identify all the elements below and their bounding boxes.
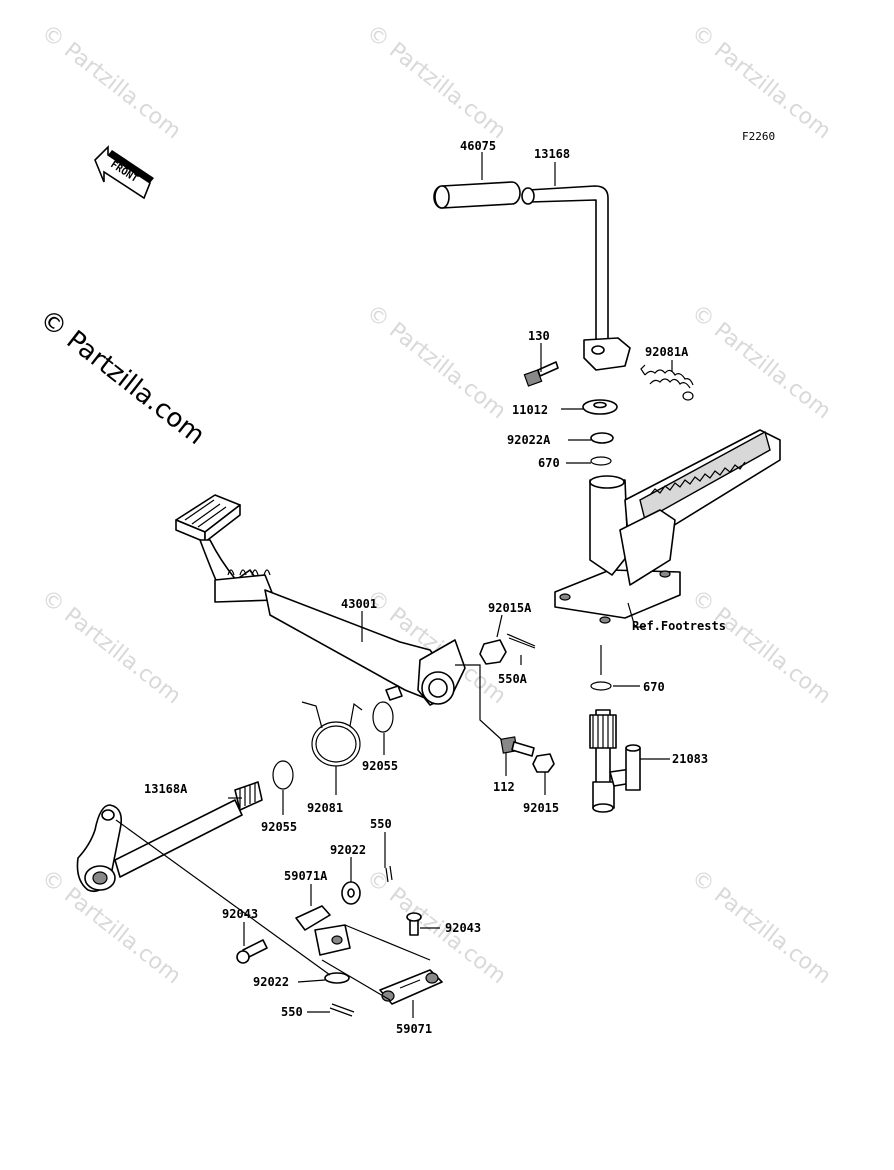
part-label: 112 bbox=[493, 780, 515, 794]
pin-92043-left bbox=[236, 939, 268, 964]
part-label: 670 bbox=[643, 680, 665, 694]
watermark: © Partzilla.com bbox=[686, 300, 835, 424]
cotter-pin-550-lower bbox=[329, 1003, 355, 1017]
o-ring-92055-lower bbox=[272, 760, 294, 790]
watermark: © Partzilla.com bbox=[686, 585, 835, 709]
footrest-bracket bbox=[554, 429, 781, 624]
brake-pedal-43001 bbox=[175, 494, 466, 706]
copyright-text: © Partzilla.com bbox=[34, 304, 211, 451]
watermark: © Partzilla.com bbox=[361, 865, 510, 989]
watermark: © Partzilla.com bbox=[686, 20, 835, 144]
part-label: 550 bbox=[281, 1005, 303, 1019]
bolt-130 bbox=[523, 361, 559, 387]
part-label: 43001 bbox=[341, 597, 377, 611]
spring-92081 bbox=[301, 701, 363, 767]
o-ring-670-upper bbox=[590, 456, 612, 466]
part-label: 92022 bbox=[253, 975, 289, 989]
part-label: 92043 bbox=[222, 907, 258, 921]
part-label: 92081 bbox=[307, 801, 343, 815]
cotter-pin-550-upper bbox=[385, 865, 393, 883]
leader-lines bbox=[115, 152, 673, 1018]
part-label: 92055 bbox=[362, 759, 398, 773]
bolt-112 bbox=[500, 736, 535, 757]
nut-92015A bbox=[479, 639, 507, 665]
front-arrow-icon: FRONT bbox=[94, 145, 154, 200]
part-label: 550A bbox=[498, 672, 528, 686]
watermark: © Partzilla.com bbox=[36, 585, 185, 709]
part-label: 13168 bbox=[534, 147, 570, 161]
spring-92081A bbox=[640, 364, 694, 401]
washer-92022A bbox=[590, 432, 614, 444]
part-label: 13168A bbox=[144, 782, 188, 796]
o-ring-92055-upper bbox=[372, 701, 394, 733]
o-ring-670-lower bbox=[590, 681, 612, 691]
watermark: © Partzilla.com bbox=[36, 20, 185, 144]
figure-code: F2260 bbox=[742, 130, 775, 143]
part-label: 92022A bbox=[507, 433, 551, 447]
part-label: 11012 bbox=[512, 403, 548, 417]
watermark: © Partzilla.com bbox=[361, 300, 510, 424]
cotter-pin-550A bbox=[506, 633, 536, 649]
shaft-13168A bbox=[76, 781, 263, 893]
reference-note: Ref.Footrests bbox=[632, 619, 726, 633]
part-label: 21083 bbox=[672, 752, 708, 766]
part-label: 130 bbox=[528, 329, 550, 343]
part-label: 92043 bbox=[445, 921, 481, 935]
part-label: 92015 bbox=[523, 801, 559, 815]
part-label: 92022 bbox=[330, 843, 366, 857]
part-label: 92081A bbox=[645, 345, 689, 359]
grip-46075 bbox=[433, 181, 521, 209]
shaft-21083 bbox=[589, 709, 641, 813]
part-label: 59071A bbox=[284, 869, 328, 883]
part-label: 92015A bbox=[488, 601, 532, 615]
part-label: 92055 bbox=[261, 820, 297, 834]
pin-92043-right bbox=[406, 912, 422, 936]
clevis-59071A bbox=[295, 905, 351, 956]
washer-92022-lower bbox=[324, 972, 350, 984]
part-labels: 46075 13168 130 92081A 11012 92022A 670 … bbox=[144, 139, 726, 1036]
part-label: 670 bbox=[538, 456, 560, 470]
part-label: 46075 bbox=[460, 139, 496, 153]
nut-92015 bbox=[532, 753, 555, 773]
watermark: © Partzilla.com bbox=[361, 20, 510, 144]
watermark: © Partzilla.com bbox=[686, 865, 835, 989]
part-label: 550 bbox=[370, 817, 392, 831]
part-label: 59071 bbox=[396, 1022, 432, 1036]
handle-lever-13168 bbox=[521, 185, 631, 371]
